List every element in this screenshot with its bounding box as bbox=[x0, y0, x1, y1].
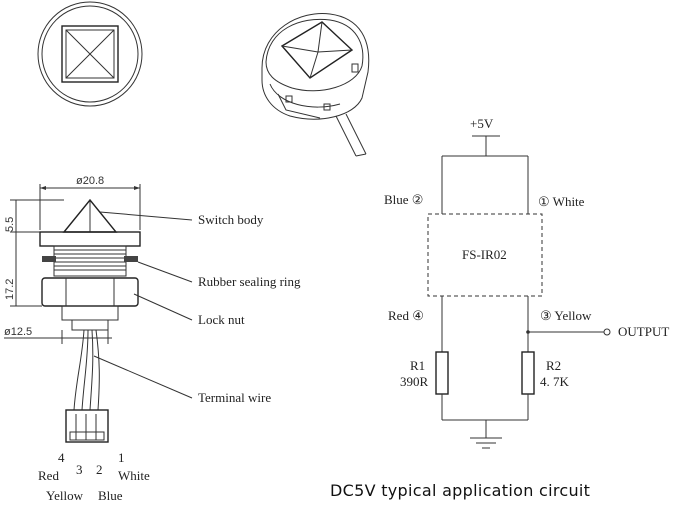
side-view: ø20.8 5.5 17.2 bbox=[4, 175, 301, 503]
application-circuit: +5V FS-IR02 Blue ② ① White Red ④ ③ Yello… bbox=[384, 116, 669, 449]
supply-label: +5V bbox=[470, 116, 494, 131]
pin-1-number: 1 bbox=[118, 450, 125, 465]
height-cap-label: 5.5 bbox=[4, 217, 16, 232]
terminal-wire-label: Terminal wire bbox=[198, 390, 271, 405]
pin-white-label: White bbox=[118, 468, 150, 483]
pin-3-number: 3 bbox=[76, 462, 83, 477]
pin-red-label: Red bbox=[38, 468, 59, 483]
diameter-top-label: ø20.8 bbox=[76, 175, 104, 187]
pin-2-number: 2 bbox=[96, 462, 103, 477]
yellow-pin-label: ③ Yellow bbox=[540, 308, 592, 323]
isometric-view bbox=[261, 13, 370, 157]
module-label: FS-IR02 bbox=[462, 247, 507, 262]
diagram-caption: DC5V typical application circuit bbox=[330, 481, 590, 500]
r1-value-label: 390R bbox=[400, 374, 429, 389]
height-body-label: 17.2 bbox=[4, 279, 16, 300]
output-label: OUTPUT bbox=[618, 324, 669, 339]
r2-name-label: R2 bbox=[546, 358, 561, 373]
r1-name-label: R1 bbox=[410, 358, 425, 373]
blue-pin-label: Blue ② bbox=[384, 192, 423, 207]
pin-yellow-label: Yellow bbox=[46, 488, 84, 503]
red-pin-label: Red ④ bbox=[388, 308, 424, 323]
pin-blue-label: Blue bbox=[98, 488, 123, 503]
sealing-ring-label: Rubber sealing ring bbox=[198, 274, 301, 289]
pin-4-number: 4 bbox=[58, 450, 65, 465]
thread-lines bbox=[54, 249, 126, 271]
lock-nut-label: Lock nut bbox=[198, 312, 245, 327]
ground-icon bbox=[470, 437, 502, 449]
top-view bbox=[37, 1, 143, 107]
diameter-bottom-label: ø12.5 bbox=[4, 326, 32, 338]
r2-value-label: 4. 7K bbox=[540, 374, 570, 389]
white-pin-label: ① White bbox=[538, 194, 585, 209]
switch-body-label: Switch body bbox=[198, 212, 264, 227]
